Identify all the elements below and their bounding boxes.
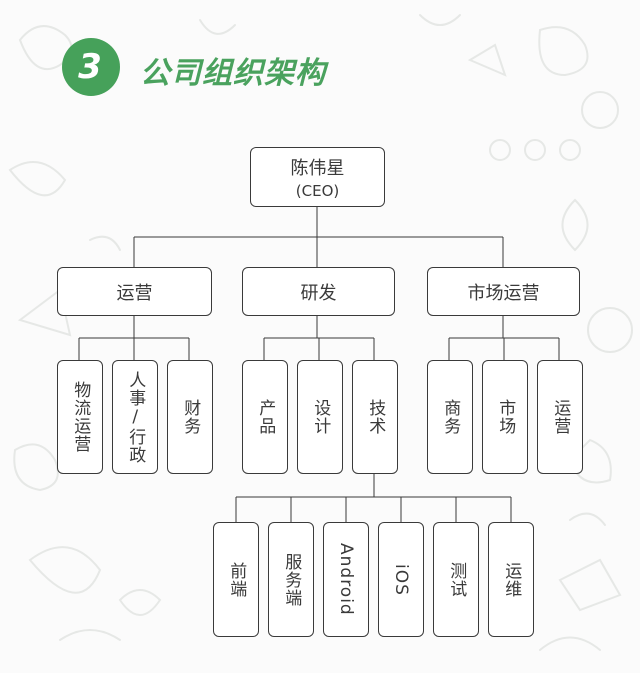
ceo-node: 陈伟星 (CEO) xyxy=(250,147,385,207)
unit-label: 商务 xyxy=(440,399,461,435)
ceo-title: (CEO) xyxy=(295,182,340,200)
unit-node: 物流运营 xyxy=(57,360,103,474)
dept-label: 市场运营 xyxy=(467,282,540,304)
unit-node: 市场 xyxy=(482,360,528,474)
dept-label: 研发 xyxy=(300,282,337,304)
unit-node: 运营 xyxy=(537,360,583,474)
tech-unit-node: iOS xyxy=(378,522,424,637)
section-number: 3 xyxy=(78,47,102,87)
unit-node: 财务 xyxy=(167,360,213,474)
unit-label: 设计 xyxy=(310,399,331,435)
dept-node-operations: 运营 xyxy=(57,267,212,316)
unit-label: 技术 xyxy=(365,399,386,435)
page-title: 公司组织架构 xyxy=(140,56,326,91)
unit-label: 物流运营 xyxy=(70,381,91,453)
unit-node: 商务 xyxy=(427,360,473,474)
tech-unit-label: iOS xyxy=(391,563,411,596)
unit-label: 市场 xyxy=(495,399,516,435)
tech-unit-node: 运维 xyxy=(488,522,534,637)
tech-unit-node: Android xyxy=(323,522,369,637)
unit-label: 人事/行政 xyxy=(125,370,146,464)
ceo-name: 陈伟星 xyxy=(290,158,345,179)
unit-node: 人事/行政 xyxy=(112,360,158,474)
tech-unit-label: 测试 xyxy=(446,561,467,598)
unit-label: 财务 xyxy=(180,399,201,435)
unit-label: 运营 xyxy=(550,399,571,435)
tech-unit-label: 运维 xyxy=(501,561,522,598)
tech-unit-node: 服务端 xyxy=(268,522,314,637)
tech-unit-node: 测试 xyxy=(433,522,479,637)
tech-unit-node: 前端 xyxy=(213,522,259,637)
tech-unit-label: 服务端 xyxy=(281,552,302,607)
tech-unit-label: Android xyxy=(336,543,356,616)
unit-label: 产品 xyxy=(255,399,276,435)
unit-node: 产品 xyxy=(242,360,288,474)
dept-node-marketing: 市场运营 xyxy=(427,267,580,316)
unit-node: 技术 xyxy=(352,360,398,474)
dept-node-rnd: 研发 xyxy=(242,267,395,316)
dept-label: 运营 xyxy=(116,282,153,304)
tech-unit-label: 前端 xyxy=(226,561,247,598)
section-number-badge: 3 xyxy=(62,38,120,96)
unit-node: 设计 xyxy=(297,360,343,474)
